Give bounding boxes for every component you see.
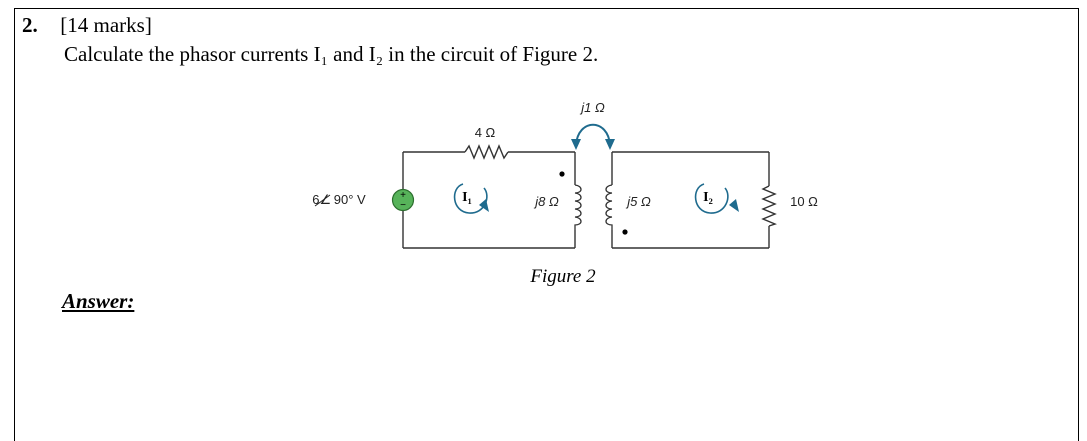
mutual-coupling-arc — [575, 123, 611, 146]
source-value-label: 6∠ 90° V — [312, 192, 366, 207]
inductor-j5-label: j5 Ω — [625, 194, 651, 209]
figure-caption: Figure 2 — [529, 266, 596, 287]
frame-right-border — [1078, 8, 1079, 441]
loop-arrow-i1-head-icon — [479, 199, 489, 212]
polarity-dot-primary — [559, 171, 565, 177]
question-marks: [14 marks] — [60, 13, 152, 37]
answer-label: Answer: — [62, 289, 135, 313]
loop-arrow-i2-icon — [694, 183, 729, 214]
coil-secondary — [605, 184, 613, 230]
polarity-dot-secondary — [622, 229, 628, 235]
question-header: 2. [14 marks] — [22, 12, 152, 38]
circuit-wires — [402, 144, 777, 249]
coil-primary — [574, 184, 582, 230]
current-i1-label: I₁ — [462, 190, 472, 205]
mutual-arrowhead-left-icon — [571, 139, 581, 150]
phasor-angle-stroke — [314, 194, 331, 207]
mutual-inductance-label: j1 Ω — [579, 100, 605, 115]
loop-arrow-i2-head-icon — [729, 199, 739, 212]
source-plus: + — [400, 190, 406, 201]
question-number: 2. — [22, 13, 38, 37]
frame-left-border — [14, 8, 15, 441]
voltage-source-icon — [391, 188, 415, 212]
source-minus: − — [400, 200, 406, 211]
current-i2-label: I₂ — [703, 190, 713, 205]
resistor-10-label: 10 Ω — [790, 194, 818, 209]
inductor-j8-label: j8 Ω — [533, 194, 559, 209]
frame-top-border — [14, 8, 1079, 9]
mutual-arrowhead-right-icon — [605, 139, 615, 150]
resistor-4-label: 4 Ω — [475, 125, 496, 140]
question-text: Calculate the phasor currents I₁ and I₂ … — [64, 42, 599, 66]
